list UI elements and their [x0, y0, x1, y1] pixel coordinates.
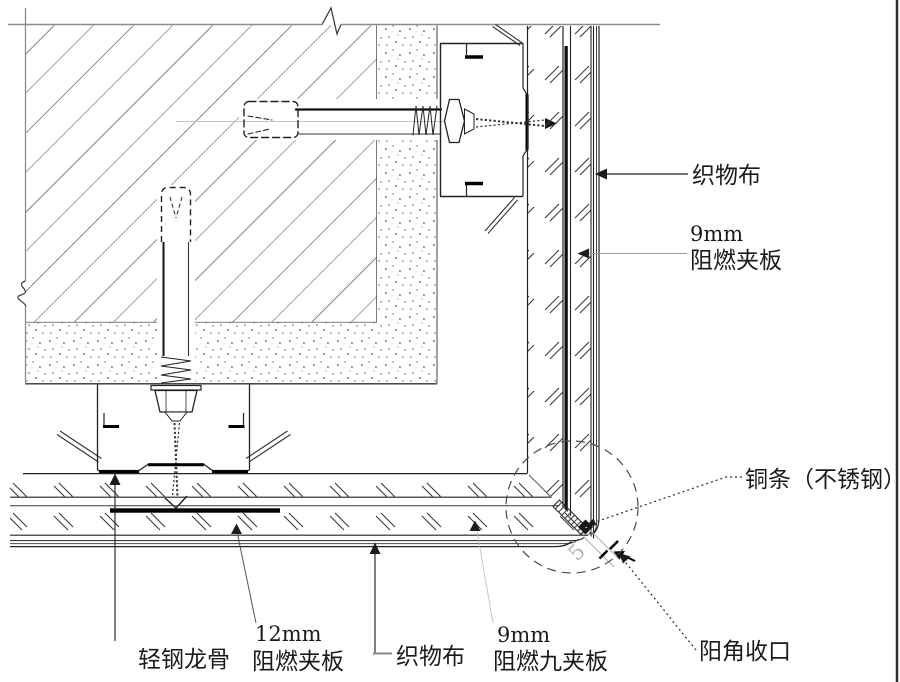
hex-nut: [154, 389, 198, 413]
label-fabric-bottom: 织物布: [396, 644, 465, 670]
anchor-slot-horizontal: [239, 99, 439, 140]
leader-arrow: [369, 542, 381, 554]
wall-finish-layers: [526, 26, 600, 539]
brace-wing: [484, 197, 518, 234]
dimension-ticks: [598, 540, 619, 560]
brace-wing: [56, 430, 102, 463]
leader-arrow: [469, 520, 481, 531]
leader-arrow: [619, 553, 631, 564]
annotations: 织物布 9mm 阻燃夹板 铜条（不锈钢） 阳角收口 轻钢龙骨 12mm 阻燃夹板…: [109, 163, 900, 675]
drawing-borders: [8, 0, 899, 682]
leader-arrow: [584, 518, 597, 528]
label-9mm-right-size: 9mm: [690, 222, 743, 246]
corner-trim-strip: [552, 499, 589, 536]
leader-arrow: [109, 473, 121, 485]
label-corner-trim: 阳角收口: [699, 639, 791, 665]
break-symbol-top: [321, 6, 342, 37]
expansion-anchor-vertical: [150, 186, 202, 509]
plywood-board-inner: [527, 26, 563, 509]
ceiling-finish-layers: [10, 472, 589, 548]
label-9ply-name: 阻燃九夹板: [493, 649, 608, 675]
leader-arrow: [595, 168, 607, 180]
label-9ply-size: 9mm: [497, 623, 550, 647]
expansion-anchor-horizontal: [175, 100, 465, 139]
detail-circle: [505, 440, 639, 574]
label-9mm-right-name: 阻燃夹板: [690, 248, 782, 274]
label-12mm-size: 12mm: [255, 622, 322, 646]
label-steel-keel: 轻钢龙骨: [138, 647, 230, 673]
break-symbol-left: [17, 280, 27, 308]
plywood-board-lower: [10, 507, 588, 535]
plaster-layer: [25, 25, 438, 385]
plywood-board-face: [570, 26, 591, 537]
label-fabric-right: 织物布: [692, 163, 761, 189]
plywood-board-upper: [10, 476, 551, 497]
leader-arrow: [577, 248, 589, 259]
dimension-arrow: [613, 551, 625, 560]
thread-coil: [160, 356, 192, 384]
washer: [150, 384, 202, 391]
fabric-layer: [593, 26, 600, 534]
brace-wing: [245, 430, 291, 463]
thread-coil: [412, 105, 438, 136]
brace-wing: [492, 24, 524, 46]
joint-strip: [564, 46, 568, 512]
concrete-wall-section: [25, 25, 378, 324]
steel-keel-bracket-bottom: [56, 384, 291, 474]
dimension-extension-lines: [583, 529, 620, 568]
fabric-layer: [10, 541, 572, 548]
label-12mm-name: 阻燃夹板: [252, 649, 344, 675]
leader-arrow: [231, 523, 242, 534]
hex-nut: [443, 98, 466, 144]
joint-strip: [110, 508, 280, 513]
label-copper-strip: 铜条（不锈钢）: [745, 467, 900, 493]
